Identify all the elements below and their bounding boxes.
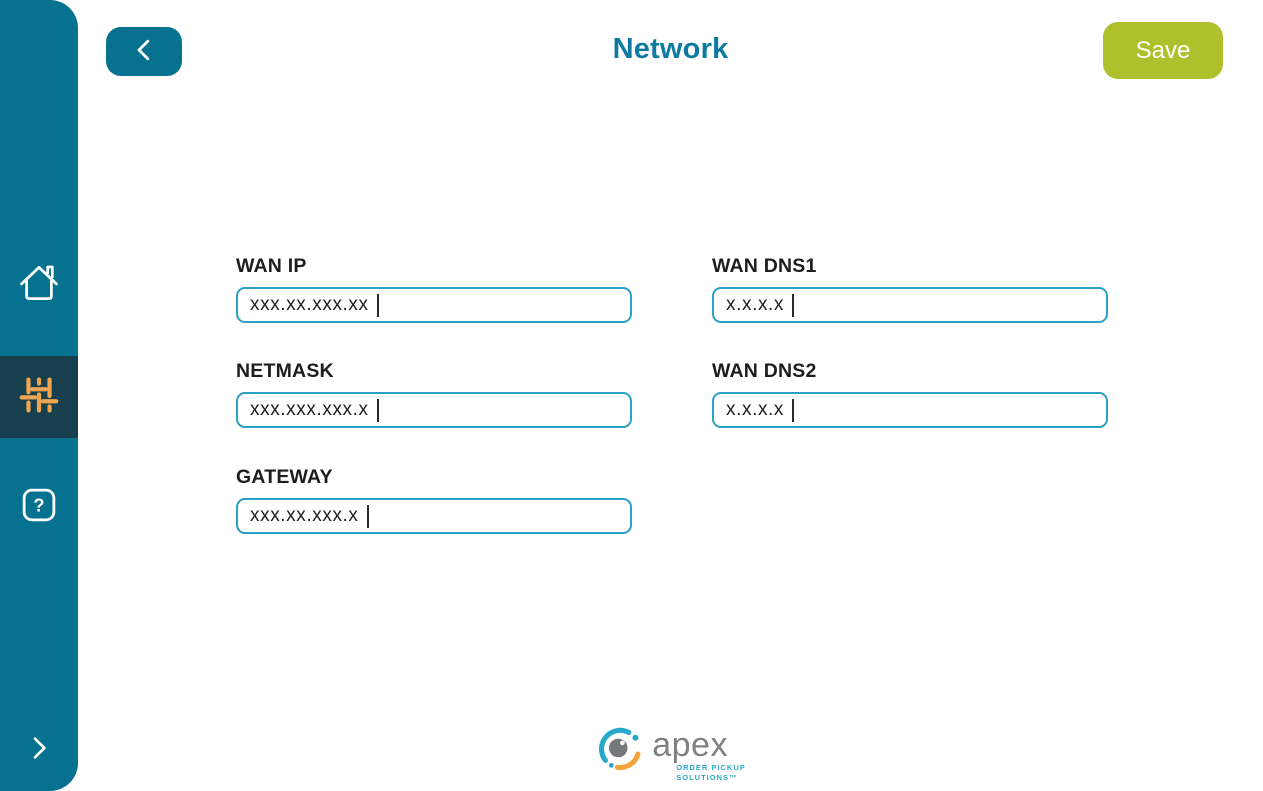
netmask-value: xxx.xxx.xxx.x (250, 399, 369, 420)
wan-ip-label: WAN IP (236, 255, 307, 277)
network-form: WAN IP xxx.xx.xxx.xx NETMASK xxx.xxx.xxx… (236, 255, 1116, 555)
apex-logo: apex ORDER PICKUP SOLUTIONS™ (78, 713, 1263, 783)
sidebar-item-settings[interactable] (0, 356, 78, 438)
netmask-label: NETMASK (236, 360, 334, 382)
netmask-field: NETMASK xxx.xxx.xxx.x (236, 360, 632, 428)
netmask-input[interactable]: xxx.xxx.xxx.x (236, 392, 632, 428)
page-title: Network (612, 33, 729, 65)
wan-dns1-input[interactable]: x.x.x.x (712, 287, 1108, 323)
apex-tagline-line2: SOLUTIONS™ (676, 773, 738, 783)
wan-ip-input[interactable]: xxx.xx.xxx.xx (236, 287, 632, 323)
wan-dns2-label: WAN DNS2 (712, 360, 817, 382)
wan-ip-field: WAN IP xxx.xx.xxx.xx (236, 255, 632, 323)
sidebar: ? (0, 0, 78, 791)
apex-tagline: ORDER PICKUP SOLUTIONS™ (676, 763, 746, 783)
wan-dns2-value: x.x.x.x (726, 399, 785, 420)
save-button[interactable]: Save (1103, 22, 1223, 79)
help-icon: ? (18, 484, 60, 531)
text-cursor (792, 398, 795, 422)
apex-logo-mark-icon (599, 727, 641, 771)
gateway-label: GATEWAY (236, 466, 333, 488)
apex-logo-text: apex ORDER PICKUP SOLUTIONS™ (652, 726, 746, 783)
text-cursor (366, 504, 369, 528)
sliders-icon (16, 372, 62, 423)
back-button[interactable] (106, 27, 182, 76)
gateway-field: GATEWAY xxx.xx.xxx.x (236, 466, 632, 534)
text-cursor (376, 398, 379, 422)
gateway-input[interactable]: xxx.xx.xxx.x (236, 498, 632, 534)
text-cursor (792, 293, 795, 317)
wan-dns2-field: WAN DNS2 x.x.x.x (712, 360, 1108, 428)
apex-wordmark: apex (652, 726, 728, 764)
wan-dns2-input[interactable]: x.x.x.x (712, 392, 1108, 428)
wan-dns1-field: WAN DNS1 x.x.x.x (712, 255, 1108, 323)
sidebar-item-help[interactable]: ? (0, 482, 78, 532)
chevron-right-icon (23, 732, 55, 769)
wan-ip-value: xxx.xx.xxx.xx (250, 294, 369, 315)
text-cursor (376, 293, 379, 317)
wan-dns1-value: x.x.x.x (726, 294, 785, 315)
sidebar-item-home[interactable] (0, 260, 78, 310)
sidebar-expand-button[interactable] (0, 724, 78, 776)
apex-tagline-line1: ORDER PICKUP (676, 763, 746, 773)
gateway-value: xxx.xx.xxx.x (250, 505, 359, 526)
chevron-left-icon (129, 35, 159, 68)
home-icon (17, 261, 61, 310)
wan-dns1-label: WAN DNS1 (712, 255, 817, 277)
svg-text:?: ? (33, 494, 44, 515)
